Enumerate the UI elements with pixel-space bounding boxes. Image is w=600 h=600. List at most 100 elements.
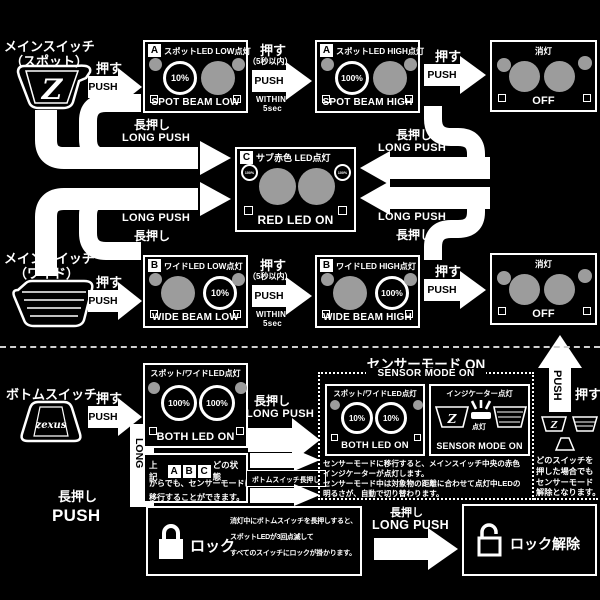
led-dot [232,273,245,286]
spot-led-level: 100% [335,61,369,95]
lock-label: ロック [190,538,236,555]
led-dot [232,58,245,71]
push5-cond-1: （5秒以内） [248,57,293,66]
push-arrow-5-head [118,398,142,436]
push-up-arrow-label: PUSH [551,370,563,401]
indicator-switch-graphic: Z [434,400,528,428]
badge-a: A [148,44,161,57]
spot-led-level: 10% [163,61,197,95]
abc-arrow-2-head [294,484,320,506]
exit-description: どのスイッチを 押した場合でも センサーモード 解除となります。 [536,456,600,499]
main-switch-wide-label-1: メインスイッチ [4,251,95,266]
spot-low-foot: SPOT BEAM LOW [151,97,240,108]
wide-high-title: ワイドLED HIGH点灯 [336,261,417,271]
wide-led-level: 100% [375,276,409,310]
button-square [405,310,413,318]
exit-spot-switch-icon: Z [541,416,567,432]
longpush-jp-sensor: 長押し [254,394,291,408]
off-box-1: 消灯 OFF [490,40,597,112]
lock-box: ロック 消灯中にボトムスイッチを長押しすると、 スポットLEDが3回点滅して す… [146,506,362,576]
both-led-on-box: スポット/ワイドLED点灯 100% 100% BOTH LED ON [143,363,248,448]
push-arrow-2: PUSH [424,64,460,86]
bottom-switch-brand: zexus [35,420,67,431]
led-dot [497,271,511,285]
spot-z-glyph: Z [41,73,64,106]
lock-desc-2: スポットLEDが3回点滅して [230,534,314,541]
push-arrow-1: PUSH [88,76,118,98]
longpush-jp-l2: 長押し [134,229,171,243]
spot-led-level: 100% [161,385,197,421]
abc-pre: 上記 [149,460,158,482]
wide-low-title: ワイドLED LOW点灯 [164,261,243,271]
led-dot [404,273,417,286]
exit-bottom-switch-icon [554,437,576,451]
sensor-description: センサーモードに移行すると、メインスイッチ中央の赤色 インジケーターが点灯します… [323,459,533,498]
led-dot [578,56,592,70]
abc-arrow-1-head [294,449,320,471]
spot-high-foot: SPOT BEAM HIGH [322,97,413,108]
longpush-arrow-sensor [248,428,292,452]
spot-led-off [509,61,540,92]
button-square [322,310,330,318]
badge-a: A [320,44,333,57]
lock-desc-3: すべてのスイッチにロックが掛かります。 [230,550,356,557]
unlock-arrow-head [428,528,458,570]
push-label-jp-4: 押す [435,264,462,279]
led-dot [578,269,592,283]
unlock-longpush-jp: 長押し [390,507,423,519]
sensor-indicator-box: インジケーター点灯 Z 点灯 SENSOR MODE ON [429,384,530,456]
red-foot: RED LED ON [257,213,334,227]
longpush-jp-l1: 長押し [134,118,171,132]
button-square [244,206,253,215]
abc-arrow-2 [250,488,294,503]
led-dot [235,382,247,394]
push-label-jp-3: 押す [96,275,123,290]
button-square [149,427,157,435]
led-dot [404,58,417,71]
indicator-lit-label: 点灯 [472,424,486,431]
push5-cond-2: （5秒以内） [248,272,293,281]
sensor-desc-1: センサーモードに移行すると、メインスイッチ中央の赤色 [323,459,520,468]
lock-longpush-jp: 長押し [58,489,98,504]
longpush-en-sensor: LONG PUSH [246,408,315,420]
longpush-jp-r1: 長押し [396,128,433,142]
indicator-foot: SENSOR MODE ON [436,441,523,451]
button-square [331,434,338,441]
indicator-title: インジケーター点灯 [446,389,513,398]
button-square [150,95,158,103]
push-label-jp-1: 押す [96,61,123,76]
badge-b: B [148,259,161,272]
button-square [405,95,413,103]
spot-led-off [259,168,296,205]
button-square [338,206,347,215]
abc-post: どの状態 [212,460,239,482]
led-dot [149,273,162,286]
within-2: WITHIN [256,310,287,319]
wide-high-foot: WIDE BEAM HIGH [323,312,412,323]
push-arrow-1-head [118,68,142,106]
spot-led-off [509,274,540,305]
push5-arrow-1: PUSH [252,70,286,92]
bottom-switch-label: ボトムスイッチ [6,387,98,402]
spot-led-off [161,276,195,310]
sensor-desc-4: 明るさが、自動で切り替わります。 [323,488,444,498]
longpush-en-l1: LONG PUSH [122,132,191,144]
exit-desc-4: 解除となります。 [536,488,600,498]
wide-led-level: 10% [203,276,237,310]
spot-led-level: 10% [341,402,373,434]
abc-line2: からでも、センサーモードに [149,479,253,488]
unlock-box: ロック解除 [462,504,597,576]
push-arrow-3: PUSH [88,290,118,312]
button-square [583,94,591,102]
button-square [583,307,591,315]
longpush-en-l2: LONG PUSH [122,212,191,224]
abc-arrow-1 [250,453,294,468]
push5-jp-1: 押す [260,43,287,58]
lock-desc-1: 消灯中にボトムスイッチを長押しすると、 [230,518,357,525]
push-arrow-2-head [460,56,486,94]
abc-line3: 移行することができます。 [149,493,245,502]
